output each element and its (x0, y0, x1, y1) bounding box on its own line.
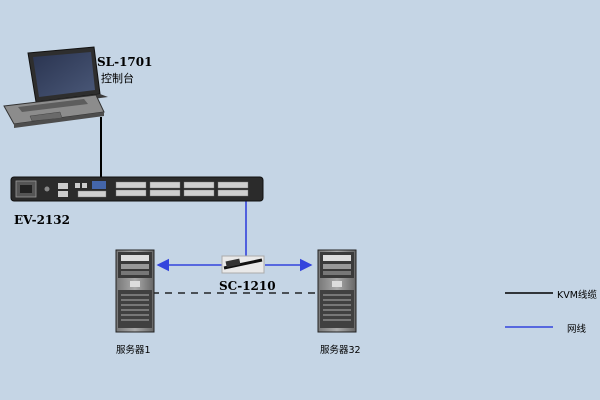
kvm-switch-device (10, 176, 264, 202)
server-32-tower (317, 249, 357, 333)
server-1-tower (115, 249, 155, 333)
legend-network-label: 网线 (567, 324, 587, 335)
extender-device (221, 255, 265, 274)
kvm-switch-label: EV-2132 (14, 213, 70, 227)
legend-kvm-label: KVM线缆 (557, 290, 597, 301)
console-model-label: SL-1701 (97, 55, 153, 69)
console-name-label: 控制台 (101, 72, 134, 85)
console-device (3, 46, 108, 128)
extender-label: SC-1210 (219, 279, 276, 293)
server-1-label: 服务器1 (116, 345, 151, 356)
server-32-label: 服务器32 (320, 345, 361, 356)
